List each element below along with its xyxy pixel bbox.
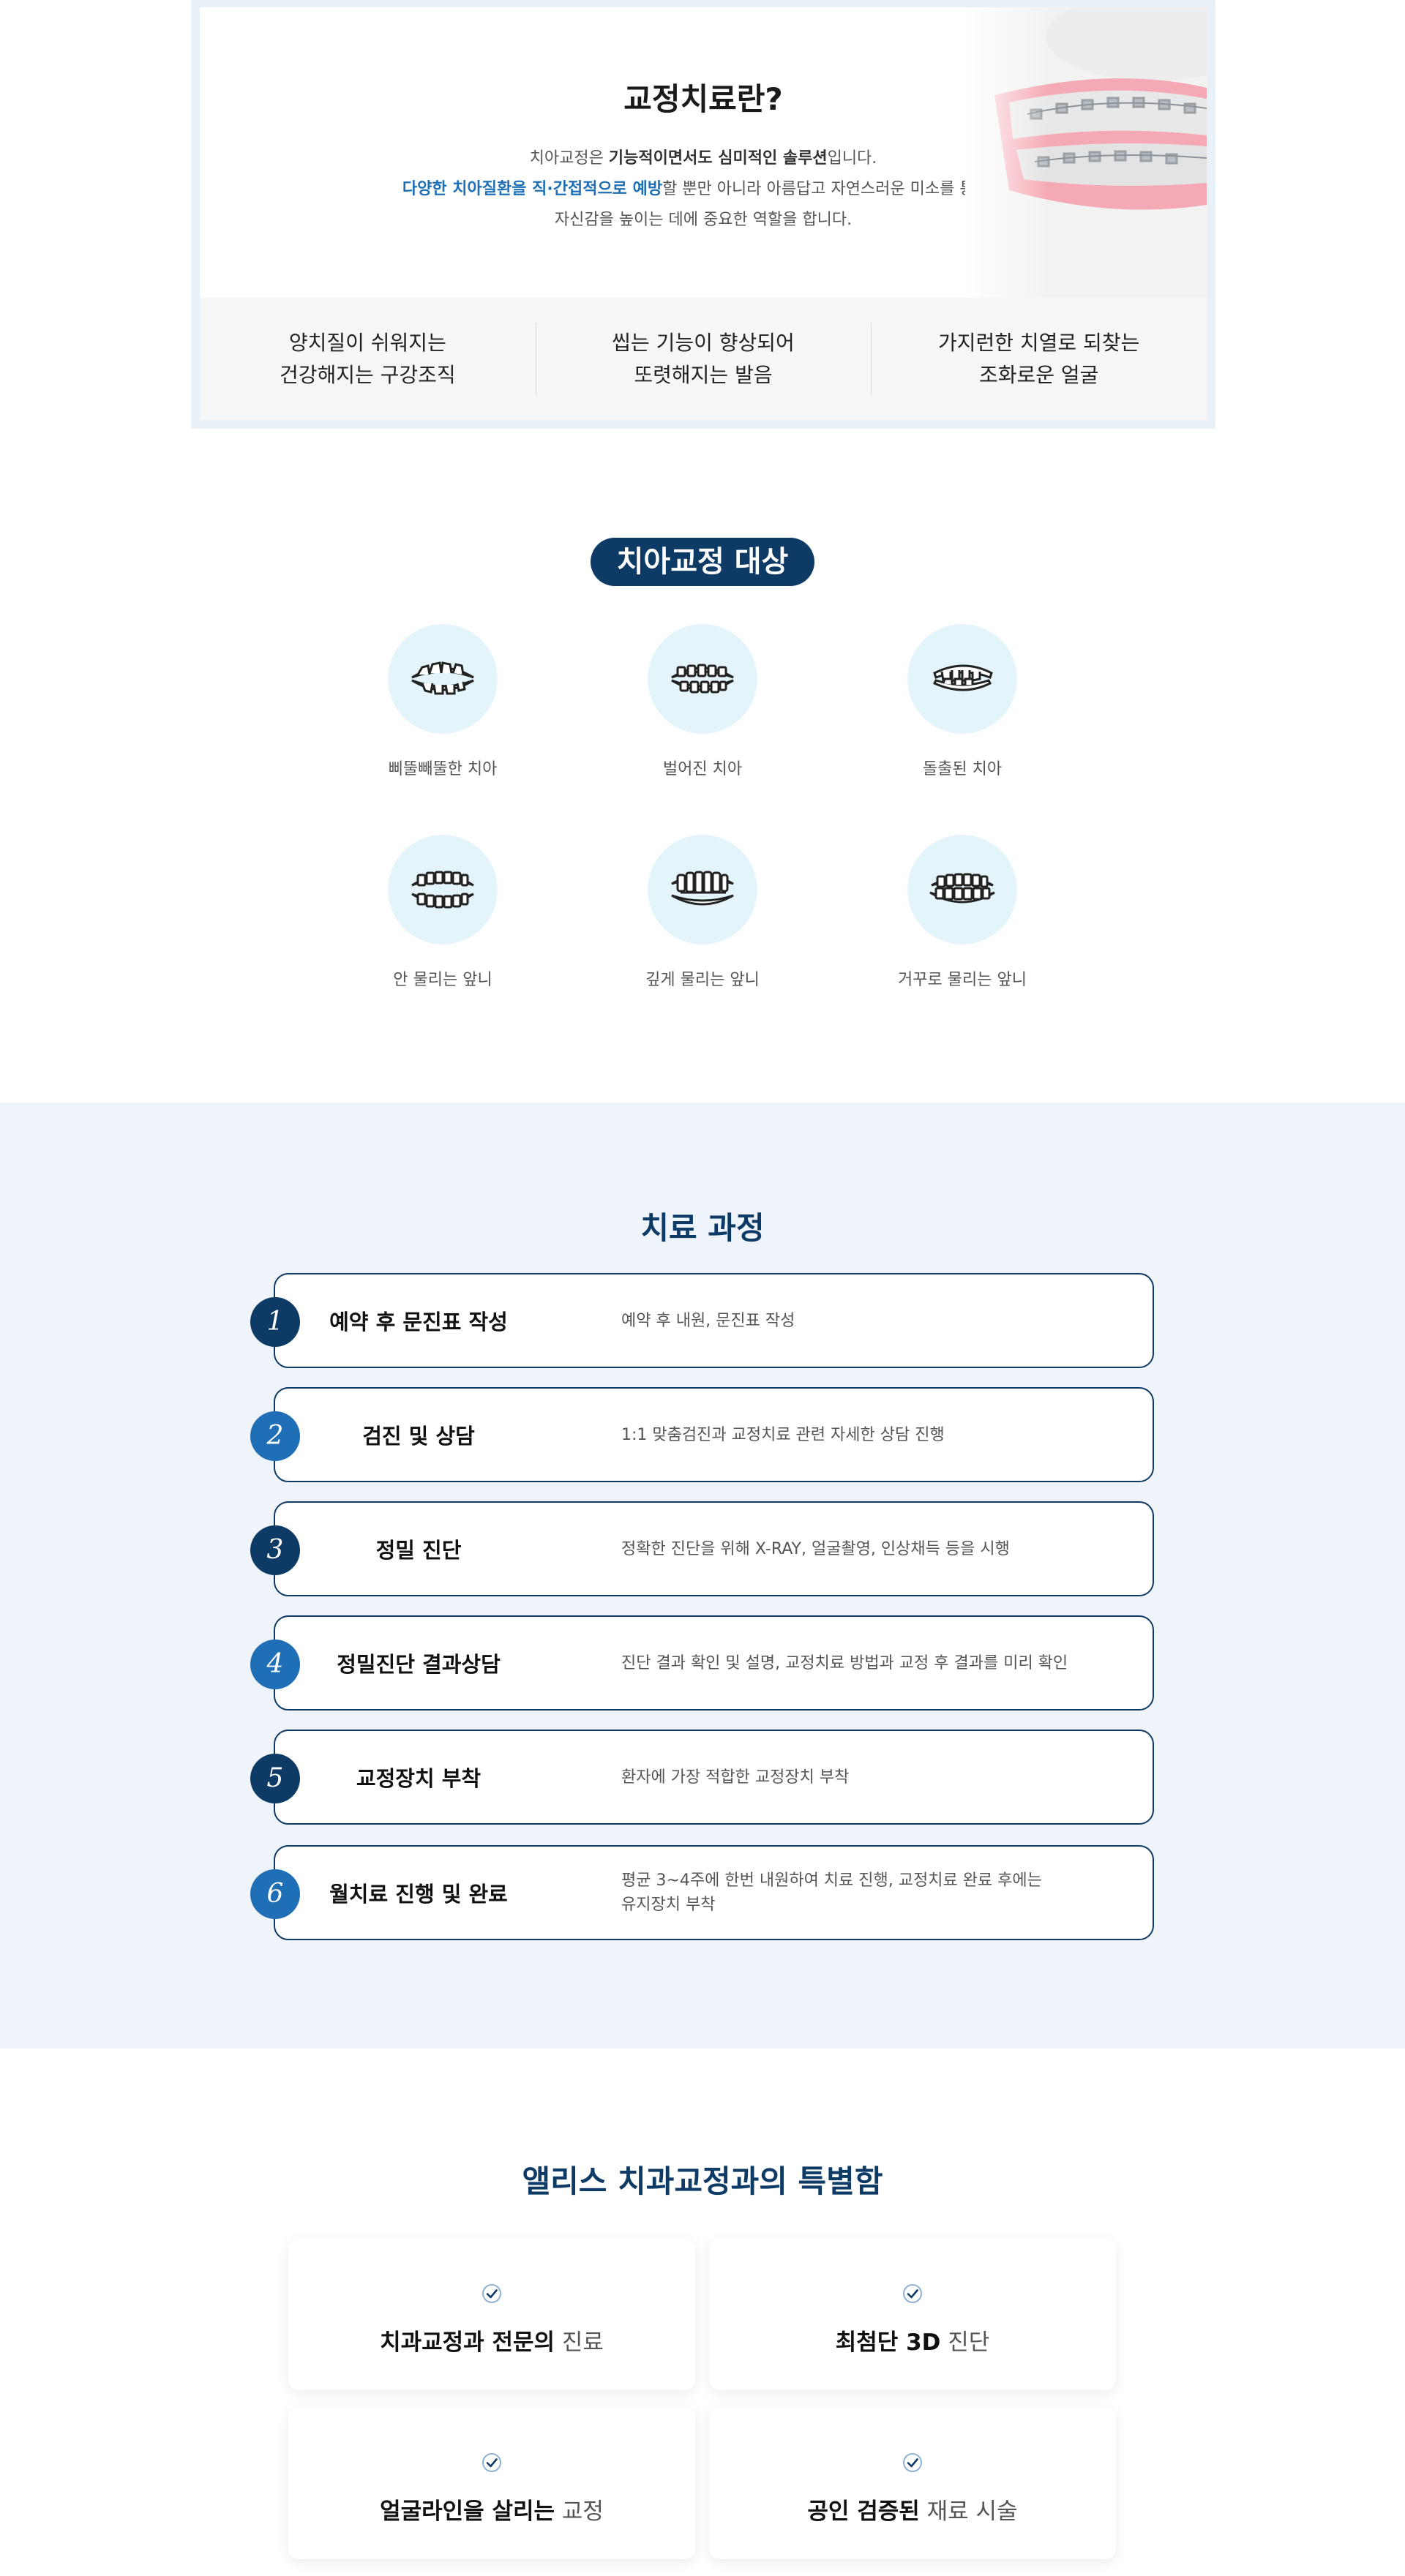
- intro-desc-line2-highlight: 다양한 치아질환을 직·간접적으로 예방: [402, 180, 663, 198]
- step-desc: 평균 3~4주에 한번 내원하여 치료 진행, 교정치료 완료 후에는 유지장치…: [621, 1847, 1123, 1939]
- step-number: 5: [250, 1754, 300, 1803]
- step-desc: 정확한 진단을 위해 X-RAY, 얼굴촬영, 인상채득 등을 시행: [621, 1539, 1010, 1558]
- target-item-deep-bite: 깊게 물리는 앞니: [615, 835, 790, 990]
- intro-desc-line1-pre: 치아교정은: [529, 149, 609, 168]
- intro-description: 치아교정은 기능적이면서도 심미적인 솔루션입니다. 다양한 치아질환을 직·간…: [200, 143, 1207, 236]
- benefit-line1: 씹는 기능이 향상되어: [612, 330, 795, 355]
- benefit-line1: 양치질이 쉬워지는: [288, 330, 446, 355]
- intro-desc-line1-bold: 기능적이면서도 심미적인 솔루션: [608, 149, 828, 168]
- check-icon: [903, 2453, 922, 2472]
- feature-text-normal: 진단: [940, 2329, 990, 2356]
- step-name: 검진 및 상담: [362, 1424, 475, 1449]
- step-number: 3: [250, 1525, 300, 1575]
- features-title: 앨리스 치과교정과의 특별함: [522, 2163, 883, 2199]
- target-label: 삐뚤빼뚤한 치아: [388, 760, 498, 778]
- process-step-1: 1 예약 후 문진표 작성 예약 후 내원, 문진표 작성: [250, 1273, 1154, 1368]
- check-icon: [482, 2284, 501, 2303]
- process-step-3: 3 정밀 진단 정확한 진단을 위해 X-RAY, 얼굴촬영, 인상채득 등을 …: [250, 1501, 1154, 1596]
- gapped-teeth-icon: [648, 624, 757, 734]
- step-desc: 환자에 가장 적합한 교정장치 부착: [621, 1768, 850, 1787]
- step-number: 1: [250, 1297, 300, 1347]
- step-name: 예약 후 문진표 작성: [329, 1310, 508, 1334]
- step-name: 월치료 진행 및 완료: [329, 1882, 508, 1907]
- step-name: 교정장치 부착: [356, 1766, 482, 1791]
- target-item-protruding: 돌출된 치아: [874, 624, 1050, 779]
- step-name: 정밀진단 결과상담: [337, 1652, 501, 1677]
- target-item-gapped: 벌어진 치아: [615, 624, 790, 779]
- feature-card: 최첨단 3D 진단: [709, 2239, 1116, 2390]
- underbite-icon: [907, 835, 1017, 945]
- protruding-teeth-icon: [907, 624, 1017, 734]
- step-desc-line2: 유지장치 부착: [621, 1896, 716, 1914]
- process-step-2: 2 검진 및 상담 1:1 맞춤검진과 교정치료 관련 자세한 상담 진행: [250, 1387, 1154, 1482]
- feature-text-bold: 치과교정과 전문의: [380, 2329, 555, 2356]
- feature-text: 최첨단 3D 진단: [709, 2324, 1116, 2357]
- feature-card: 치과교정과 전문의 진료: [288, 2239, 695, 2390]
- step-number: 4: [250, 1640, 300, 1689]
- feature-text-bold: 공인 검증된: [807, 2498, 920, 2525]
- benefit-item: 씹는 기능이 향상되어 또렷해지는 발음: [535, 322, 872, 396]
- target-label: 깊게 물리는 앞니: [645, 971, 760, 989]
- step-number: 6: [250, 1869, 300, 1919]
- process-step-5: 5 교정장치 부착 환자에 가장 적합한 교정장치 부착: [250, 1730, 1154, 1825]
- benefit-line2: 또렷해지는 발음: [634, 362, 773, 387]
- target-item-underbite: 거꾸로 물리는 앞니: [874, 835, 1050, 990]
- intro-desc-line3: 자신감을 높이는 데에 중요한 역할을 합니다.: [554, 211, 853, 229]
- target-label: 벌어진 치아: [662, 760, 743, 778]
- feature-text-bold: 얼굴라인을 살리는: [380, 2498, 555, 2525]
- benefit-item: 양치질이 쉬워지는 건강해지는 구강조직: [200, 327, 536, 391]
- target-item-open-bite: 안 물리는 앞니: [355, 835, 531, 990]
- feature-text: 공인 검증된 재료 시술: [709, 2493, 1116, 2526]
- feature-text-normal: 교정: [555, 2498, 604, 2525]
- deep-bite-icon: [648, 835, 757, 945]
- feature-text: 얼굴라인을 살리는 교정: [288, 2493, 695, 2526]
- process-step-4: 4 정밀진단 결과상담 진단 결과 확인 및 설명, 교정치료 방법과 교정 후…: [250, 1615, 1154, 1711]
- check-icon: [482, 2453, 501, 2472]
- benefit-line1: 가지런한 치열로 되찾는: [937, 330, 1140, 355]
- process-title: 치료 과정: [640, 1210, 765, 1246]
- target-item-crooked: 삐뚤빼뚤한 치아: [355, 624, 531, 779]
- step-desc: 진단 결과 확인 및 설명, 교정치료 방법과 교정 후 결과를 미리 확인: [621, 1653, 1068, 1672]
- braces-model-image: [965, 7, 1207, 298]
- intro-panel: 교정치료란? 치아교정은 기능적이면서도 심미적인 솔루션입니다. 다양한 치아…: [200, 7, 1207, 298]
- feature-card: 공인 검증된 재료 시술: [709, 2408, 1116, 2559]
- target-label: 안 물리는 앞니: [393, 971, 492, 989]
- intro-title: 교정치료란?: [623, 81, 783, 117]
- open-bite-icon: [388, 835, 498, 945]
- targets-title-badge: 치아교정 대상: [591, 538, 814, 586]
- target-label: 돌출된 치아: [922, 760, 1003, 778]
- step-desc-line1: 평균 3~4주에 한번 내원하여 치료 진행, 교정치료 완료 후에는: [621, 1871, 1042, 1890]
- process-step-6: 6 월치료 진행 및 완료 평균 3~4주에 한번 내원하여 치료 진행, 교정…: [250, 1845, 1154, 1940]
- target-label: 거꾸로 물리는 앞니: [898, 971, 1027, 989]
- intro-desc-line2-post: 할 뿐만 아니라 아름답고 자연스러운 미소를 통하여: [662, 180, 1005, 198]
- benefit-line2: 조화로운 얼굴: [978, 362, 1099, 387]
- step-desc: 예약 후 내원, 문진표 작성: [621, 1311, 795, 1330]
- feature-text-normal: 진료: [555, 2329, 604, 2356]
- feature-text-normal: 재료 시술: [919, 2498, 1018, 2525]
- step-number: 2: [250, 1411, 300, 1461]
- step-name: 정밀 진단: [375, 1538, 462, 1563]
- feature-card: 얼굴라인을 살리는 교정: [288, 2408, 695, 2559]
- benefit-item: 가지런한 치열로 되찾는 조화로운 얼굴: [871, 322, 1207, 396]
- feature-text: 치과교정과 전문의 진료: [288, 2324, 695, 2357]
- benefits-row: 양치질이 쉬워지는 건강해지는 구강조직 씹는 기능이 향상되어 또렷해지는 발…: [200, 298, 1207, 420]
- feature-text-bold: 최첨단 3D: [835, 2329, 941, 2356]
- check-icon: [903, 2284, 922, 2303]
- benefit-line2: 건강해지는 구강조직: [279, 362, 456, 387]
- step-desc: 1:1 맞춤검진과 교정치료 관련 자세한 상담 진행: [621, 1425, 945, 1444]
- intro-section: 교정치료란? 치아교정은 기능적이면서도 심미적인 솔루션입니다. 다양한 치아…: [191, 0, 1215, 429]
- crooked-teeth-icon: [388, 624, 498, 734]
- intro-desc-line1-post: 입니다.: [827, 149, 877, 168]
